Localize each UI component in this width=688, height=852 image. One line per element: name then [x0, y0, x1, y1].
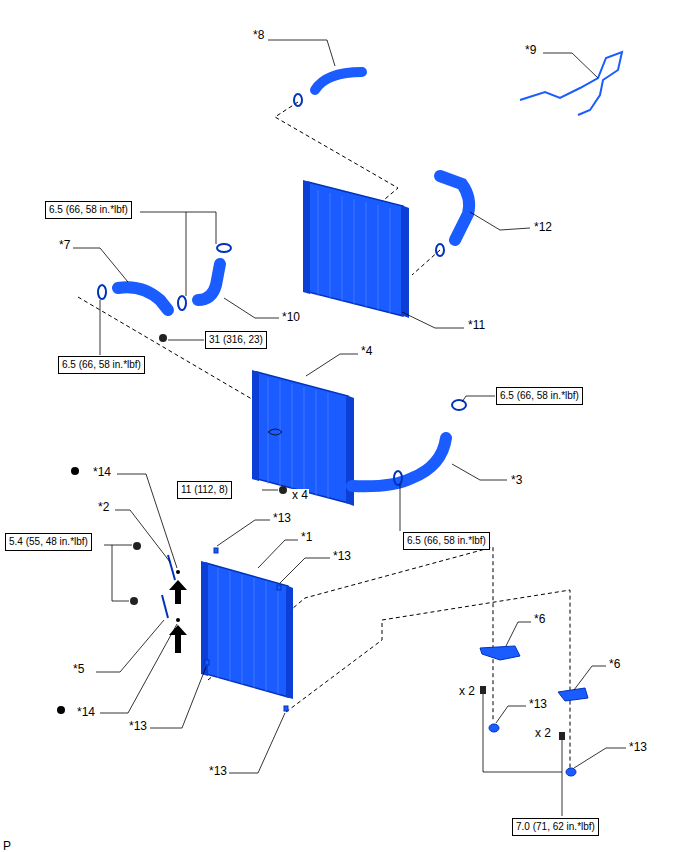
callout-number: *4 [360, 345, 373, 358]
torque-spec-box: 31 (316, 23) [205, 331, 267, 349]
callout-number: *13 [128, 720, 148, 733]
torque-spec-box: 6.5 (66, 58 in.*lbf) [403, 532, 490, 550]
wire-harness [520, 52, 622, 115]
callout-number: x 2 [458, 685, 476, 698]
torque-spec-box: 6.5 (66, 58 in.*lbf) [45, 201, 132, 219]
clamp [98, 94, 466, 485]
callout-number: *1 [300, 531, 313, 544]
torque-value: 11 (112, 8) [181, 484, 228, 495]
callout-number: *13 [332, 550, 352, 563]
leader-line [73, 40, 626, 816]
torque-value: 6.5 (66, 58 in.*lbf) [62, 359, 141, 370]
callout-number: *11 [467, 319, 486, 332]
callout-number: *13 [628, 741, 648, 754]
radiator [252, 370, 354, 506]
callout-number: *9 [524, 44, 537, 57]
callout-number: *13 [208, 765, 228, 778]
callout-number: *2 [97, 501, 110, 514]
callout-number: *7 [58, 239, 71, 252]
condenser [201, 561, 293, 699]
hose [118, 72, 469, 486]
callout-number: *6 [533, 613, 546, 626]
callout-number: *10 [281, 311, 301, 324]
callout-number: *6 [608, 658, 621, 671]
torque-value: 5.4 (55, 48 in.*lbf) [9, 536, 88, 547]
torque-value: 7.0 (71, 62 in.*lbf) [516, 821, 595, 832]
callout-number: *13 [272, 512, 292, 525]
torque-spec-box: 6.5 (66, 58 in.*lbf) [58, 356, 145, 374]
direction-arrow [57, 467, 187, 714]
callout-number: *12 [533, 221, 553, 234]
callout-number: x 4 [291, 489, 309, 502]
callout-number: *5 [72, 663, 85, 676]
torque-spec-box: 11 (112, 8) [177, 481, 232, 499]
torque-spec-box: 5.4 (55, 48 in.*lbf) [5, 533, 92, 551]
torque-value: 6.5 (66, 58 in.*lbf) [500, 390, 579, 401]
torque-value: 31 (316, 23) [209, 334, 263, 345]
callout-number: *14 [92, 466, 112, 479]
callout-number: *13 [528, 698, 548, 711]
callout-number: x 2 [534, 727, 552, 740]
torque-spec-box: 7.0 (71, 62 in.*lbf) [512, 818, 599, 836]
callout-number: *3 [510, 474, 523, 487]
torque-value: 6.5 (66, 58 in.*lbf) [407, 535, 486, 546]
callout-number: P [2, 840, 12, 852]
callout-number: *8 [252, 29, 265, 42]
bracket [162, 548, 588, 776]
dashed-guide [78, 102, 570, 768]
radiator [303, 180, 409, 318]
callout-number: *14 [76, 706, 96, 719]
torque-spec-box: 6.5 (66, 58 in.*lbf) [496, 387, 583, 405]
torque-value: 6.5 (66, 58 in.*lbf) [49, 204, 128, 215]
